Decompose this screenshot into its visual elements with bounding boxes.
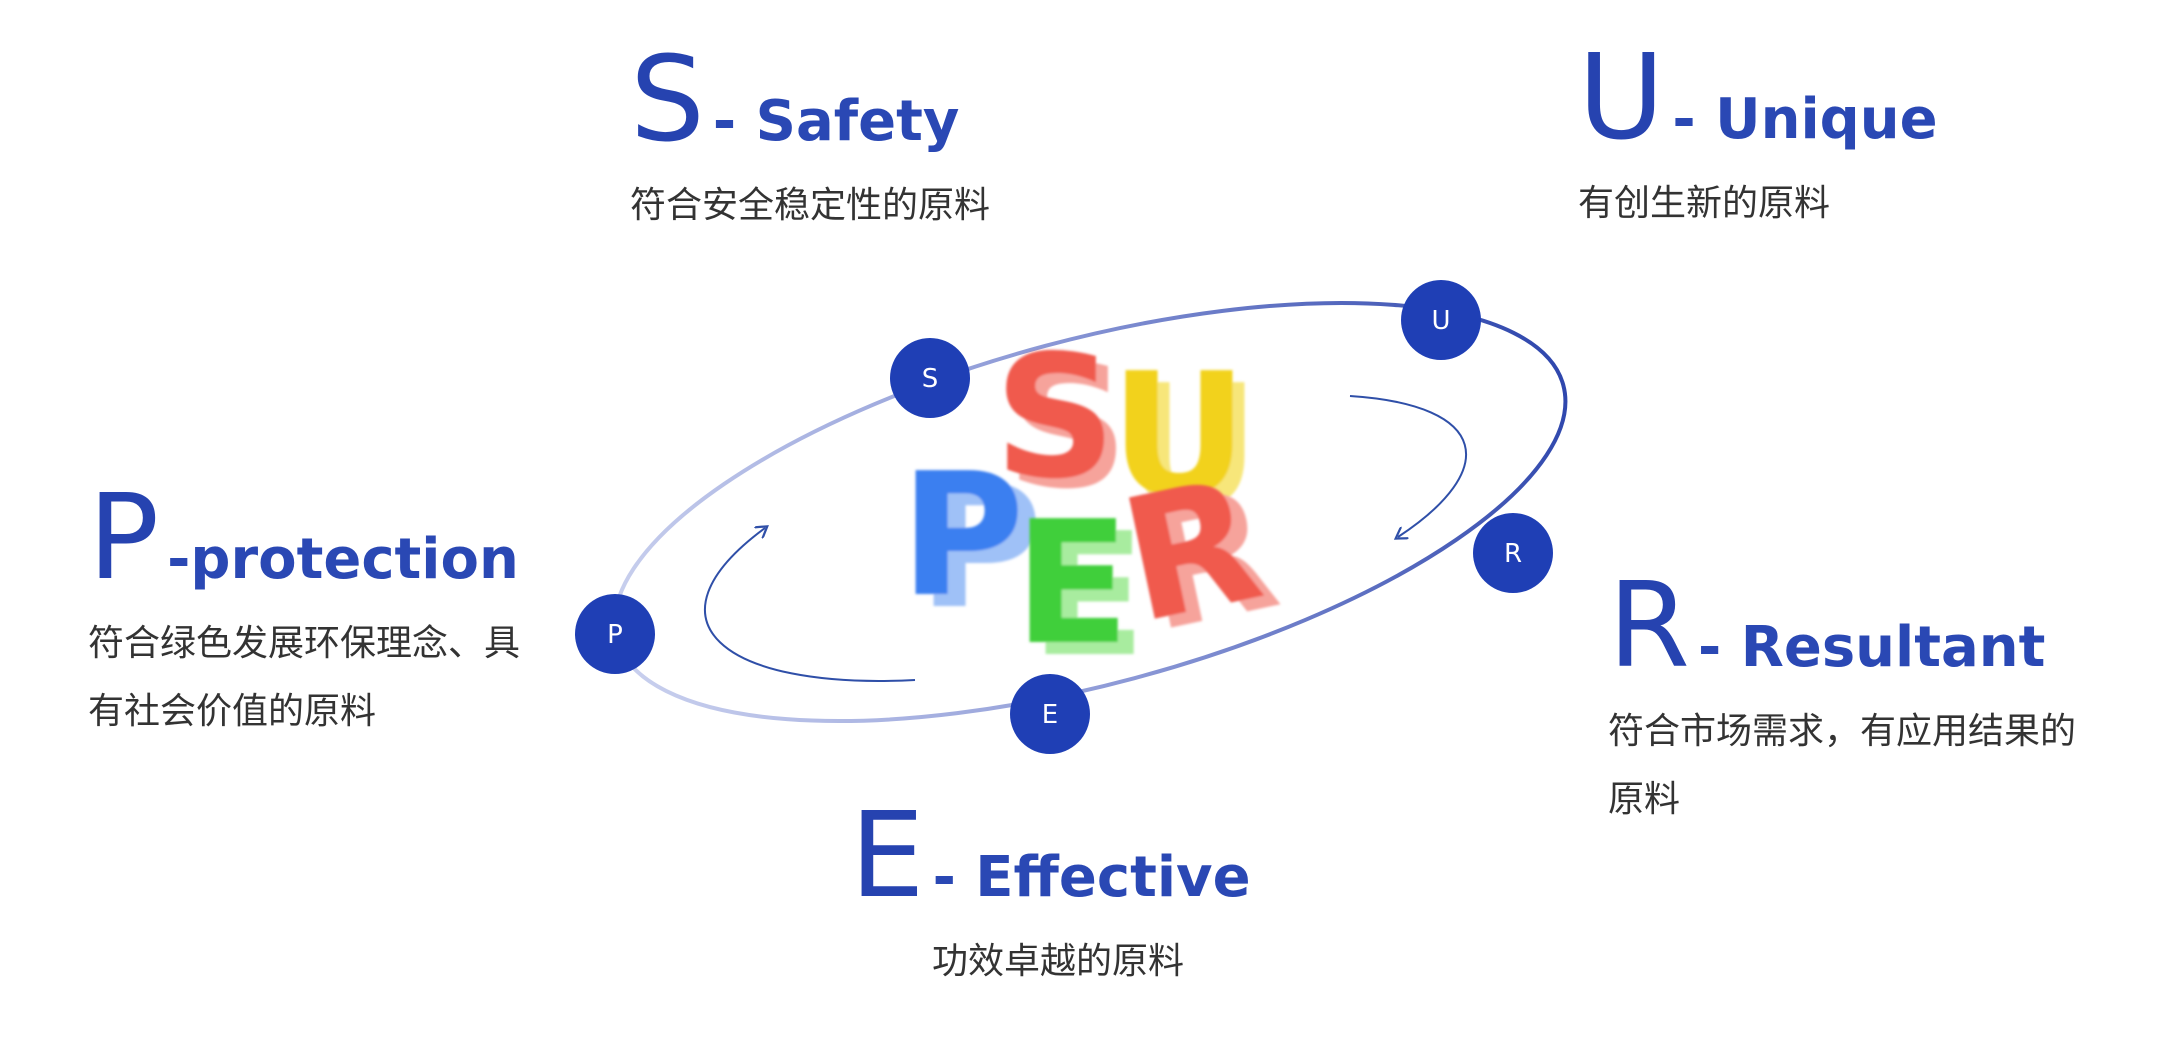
- safety-heading: S - Safety: [630, 40, 990, 158]
- protection-heading: P -protection: [88, 478, 548, 596]
- protection-block: P -protection 符合绿色发展环保理念、具有社会价值的原料: [88, 478, 548, 746]
- node-r: R: [1473, 513, 1553, 593]
- node-e: E: [1010, 674, 1090, 754]
- unique-word: - Unique: [1672, 87, 1938, 152]
- unique-heading: U - Unique: [1578, 38, 1938, 156]
- node-p: P: [575, 594, 655, 674]
- logo-letter-p: P P: [900, 437, 1043, 647]
- effective-block: E - Effective 功效卓越的原料: [850, 796, 1251, 996]
- protection-word: -protection: [167, 527, 519, 592]
- safety-block: S - Safety 符合安全稳定性的原料: [630, 40, 990, 240]
- inner-arrow-left: [704, 528, 916, 682]
- resultant-block: R - Resultant 符合市场需求，有应用结果的原料: [1608, 566, 2078, 834]
- svg-text:S: S: [1006, 329, 1128, 527]
- resultant-letter: R: [1608, 556, 1690, 694]
- unique-block: U - Unique 有创生新的原料: [1578, 38, 1938, 238]
- svg-text:U: U: [1110, 337, 1248, 535]
- svg-text:P: P: [918, 449, 1043, 647]
- svg-text:U: U: [1431, 306, 1450, 336]
- svg-text:R: R: [1504, 539, 1522, 569]
- protection-letter: P: [88, 468, 159, 606]
- inner-arrow-right: [1349, 395, 1467, 537]
- logo-letter-s: S S: [994, 319, 1128, 527]
- safety-letter: S: [630, 30, 705, 168]
- safety-description: 符合安全稳定性的原料: [630, 185, 991, 226]
- effective-word: - Effective: [932, 845, 1251, 910]
- svg-text:E: E: [1030, 497, 1146, 695]
- resultant-heading: R - Resultant: [1608, 566, 2078, 684]
- svg-text:P: P: [900, 437, 1025, 635]
- svg-text:P: P: [607, 620, 623, 650]
- svg-text:E: E: [1042, 700, 1058, 730]
- svg-text:E: E: [1014, 485, 1130, 683]
- effective-heading: E - Effective: [850, 796, 1251, 914]
- logo-letter-e: E E: [1014, 485, 1146, 695]
- unique-description: 有创生新的原料: [1578, 183, 1831, 224]
- node-s: S: [890, 338, 970, 418]
- svg-text:U: U: [1122, 349, 1260, 547]
- unique-letter: U: [1578, 28, 1664, 166]
- effective-description: 功效卓越的原料: [932, 941, 1185, 982]
- svg-text:S: S: [994, 319, 1116, 517]
- safety-word: - Safety: [712, 89, 960, 154]
- logo-letter-u: U U: [1110, 337, 1260, 547]
- node-u: U: [1401, 280, 1481, 360]
- svg-text:S: S: [922, 364, 939, 394]
- protection-description: 符合绿色发展环保理念、具有社会价值的原料: [88, 623, 521, 732]
- resultant-word: - Resultant: [1698, 615, 2046, 680]
- super-logo: S S U U P P E E R R: [900, 319, 1292, 695]
- resultant-description: 符合市场需求，有应用结果的原料: [1608, 711, 2077, 820]
- effective-letter: E: [850, 786, 925, 924]
